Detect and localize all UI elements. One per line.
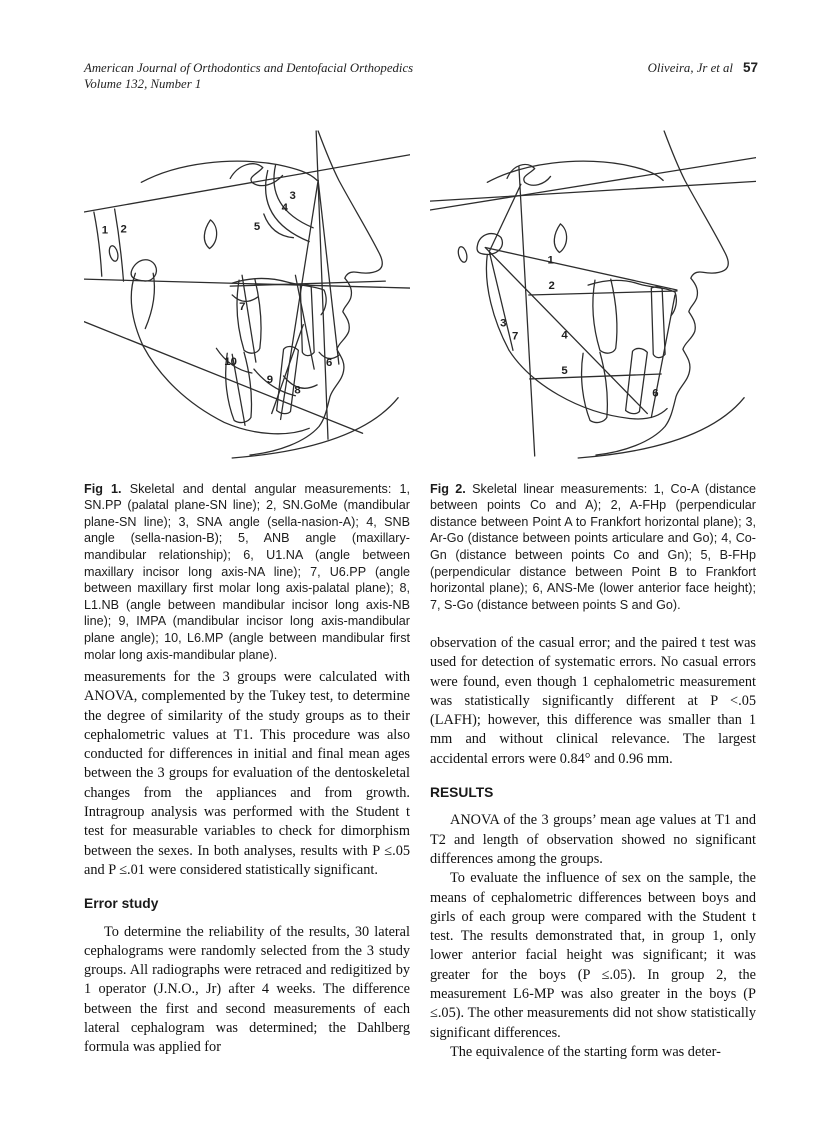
fig2-label-4: 4 [561, 329, 568, 341]
running-head: Oliveira, Jr et al 57 [648, 60, 758, 76]
cephalometric-tracing-angular: 1 2 3 4 5 6 7 8 9 10 [83, 130, 411, 459]
fig1-label-1: 1 [102, 225, 108, 237]
figure-1-caption-text: Skeletal and dental angular measurements… [84, 481, 411, 662]
right-paragraph-4: The equivalence of the starting form was… [450, 1043, 721, 1060]
fig2-label-7: 7 [512, 330, 518, 342]
fig2-label-3: 3 [500, 318, 506, 330]
right-paragraph-3: To evaluate the influence of sex on the … [430, 870, 756, 1041]
right-paragraph-2: ANOVA of the 3 groups’ mean age values a… [430, 812, 756, 867]
right-paragraph-1: observation of the casual error; and the… [430, 635, 756, 767]
fig2-label-5: 5 [561, 365, 567, 377]
heading-results: RESULTS [430, 785, 494, 801]
right-column: observation of the casual error; and the… [430, 634, 756, 1062]
fig1-label-10: 10 [224, 356, 237, 368]
left-paragraph-1: measurements for the 3 groups were calcu… [84, 669, 410, 878]
figure-2: 1 2 3 4 5 6 7 [429, 124, 757, 462]
figure-2-caption-label: Fig 2. [430, 481, 466, 496]
fig2-lines [429, 130, 757, 459]
fig1-label-5: 5 [254, 221, 260, 233]
running-authors: Oliveira, Jr et al [647, 61, 733, 75]
figure-2-caption: Fig 2. Skeletal linear measurements: 1, … [430, 481, 756, 614]
fig1-label-8: 8 [294, 385, 300, 397]
fig2-label-6: 6 [652, 388, 658, 400]
page-header: American Journal of Orthodontics and Den… [84, 60, 758, 92]
fig1-label-7: 7 [239, 301, 245, 313]
left-paragraph-2: To determine the reliability of the resu… [84, 923, 410, 1056]
fig2-label-2: 2 [549, 280, 555, 292]
figure-2-caption-text: Skeletal linear measurements: 1, Co-A (d… [430, 481, 756, 612]
figure-1-caption-label: Fig 1. [84, 481, 122, 496]
left-column: measurements for the 3 groups were calcu… [84, 668, 410, 1058]
fig1-label-9: 9 [267, 374, 273, 386]
journal-volume: Volume 132, Number 1 [84, 77, 202, 91]
fig1-label-6: 6 [326, 357, 332, 369]
journal-info: American Journal of Orthodontics and Den… [84, 60, 413, 92]
figure-1: 1 2 3 4 5 6 7 8 9 10 [83, 124, 411, 462]
page-number: 57 [742, 60, 758, 75]
fig1-label-2: 2 [121, 224, 127, 236]
fig2-number-labels: 1 2 3 4 5 6 7 [500, 254, 658, 399]
fig1-label-4: 4 [282, 202, 289, 214]
heading-error-study: Error study [84, 896, 159, 912]
fig2-label-1: 1 [548, 254, 554, 266]
journal-title: American Journal of Orthodontics and Den… [84, 61, 414, 75]
figure-1-caption: Fig 1. Skeletal and dental angular measu… [84, 481, 410, 664]
fig1-lines [83, 130, 411, 459]
fig1-label-3: 3 [289, 190, 295, 202]
fig1-number-labels: 1 2 3 4 5 6 7 8 9 10 [102, 190, 333, 397]
cephalometric-tracing-linear: 1 2 3 4 5 6 7 [429, 130, 757, 459]
